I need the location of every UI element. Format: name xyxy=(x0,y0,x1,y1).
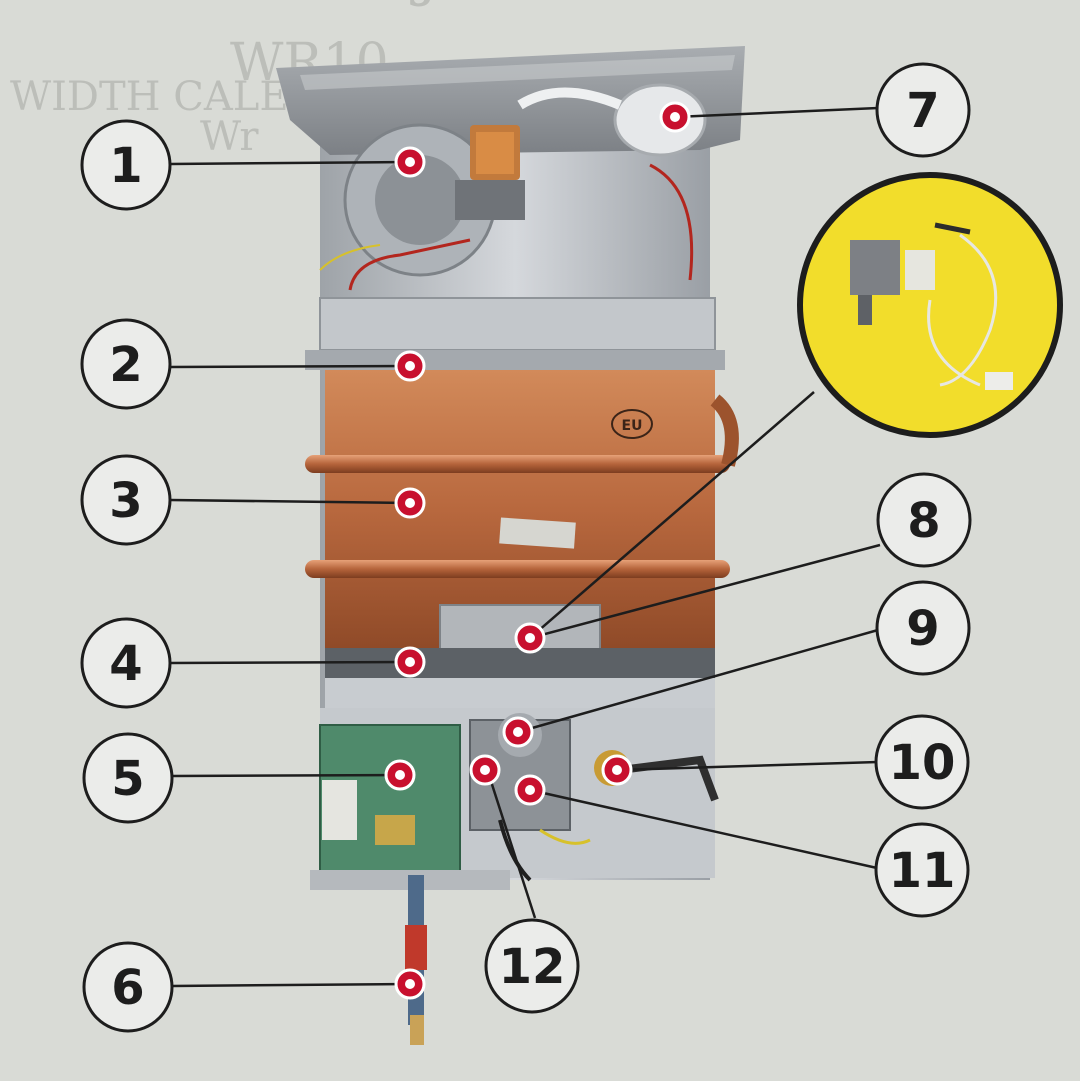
marker-8 xyxy=(514,622,546,654)
igniter-valve-icon xyxy=(850,240,900,295)
callout-11: 11 xyxy=(874,822,970,918)
callout-7-label: 7 xyxy=(906,83,939,139)
marker-5 xyxy=(384,759,416,791)
callout-6: 6 xyxy=(82,941,174,1033)
callout-6-label: 6 xyxy=(111,960,144,1016)
marker-4 xyxy=(394,646,426,678)
copper-pipe-lower xyxy=(305,560,730,578)
leader-8 xyxy=(529,543,881,640)
leader-4 xyxy=(169,660,411,665)
background-text-line-1: CALEFONT JUNKERS THERMOFORZADO xyxy=(40,0,1080,9)
eu-badge-text: EU xyxy=(622,418,643,434)
callout-11-label: 11 xyxy=(889,843,956,899)
callout-5-label: 5 xyxy=(111,751,144,807)
leader-1 xyxy=(169,160,411,166)
callouts: 1 2 3 4 5 6 7 8 xyxy=(80,62,972,1033)
callout-12: 12 xyxy=(484,918,580,1014)
callout-8: 8 xyxy=(876,472,972,568)
leader-10 xyxy=(616,760,879,772)
marker-10 xyxy=(601,754,633,786)
marker-7 xyxy=(659,101,691,133)
callout-4-label: 4 xyxy=(109,636,142,692)
crossbar xyxy=(319,297,716,351)
background-text-line-4: Wr xyxy=(200,114,259,160)
marker-1 xyxy=(394,146,426,178)
leader-11 xyxy=(529,788,878,870)
callout-9: 9 xyxy=(875,580,971,676)
sticker xyxy=(499,517,576,549)
leader-7 xyxy=(674,106,879,119)
eu-badge xyxy=(611,409,653,439)
callout-2-label: 2 xyxy=(109,337,142,393)
marker-12 xyxy=(469,754,501,786)
callout-10-label: 10 xyxy=(889,735,956,791)
callout-1-label: 1 xyxy=(109,138,142,194)
leader-3 xyxy=(169,498,411,505)
marker-9 xyxy=(502,716,534,748)
marker-2 xyxy=(394,350,426,382)
callout-4: 4 xyxy=(80,617,172,709)
callout-9-label: 9 xyxy=(906,601,939,657)
leader-lines xyxy=(169,106,881,988)
marker-dots xyxy=(384,101,691,1000)
marker-11 xyxy=(514,774,546,806)
callout-7: 7 xyxy=(875,62,971,158)
callout-3: 3 xyxy=(80,454,172,546)
heater-illustration: EU xyxy=(276,46,745,1045)
callout-12-label: 12 xyxy=(499,939,566,995)
igniter-detail-inset xyxy=(797,172,1063,438)
callout-3-label: 3 xyxy=(109,473,142,529)
leader-inset xyxy=(529,391,815,639)
callout-5: 5 xyxy=(82,732,174,824)
marker-3 xyxy=(394,487,426,519)
leader-5 xyxy=(171,773,401,778)
leader-9 xyxy=(517,628,879,734)
callout-8-label: 8 xyxy=(907,493,940,549)
callout-2: 2 xyxy=(80,318,172,410)
leader-2 xyxy=(169,364,411,369)
callout-1: 1 xyxy=(80,119,172,211)
leader-12 xyxy=(486,771,537,919)
callout-10: 10 xyxy=(874,714,970,810)
copper-pipe-upper xyxy=(305,455,730,473)
marker-6 xyxy=(394,968,426,1000)
leader-6 xyxy=(171,982,411,988)
